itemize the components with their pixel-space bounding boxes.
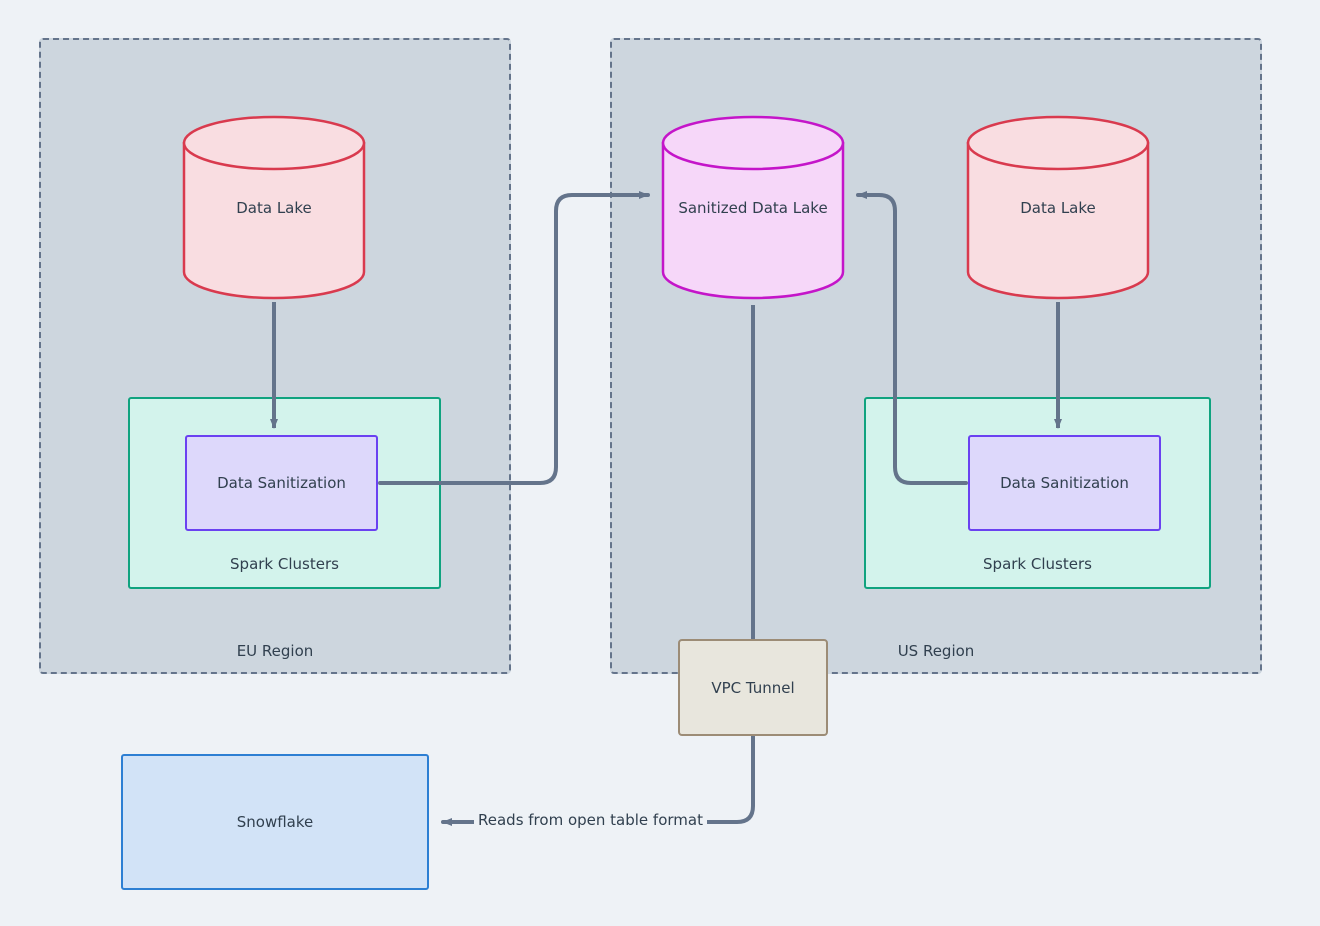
node-snowflake-label: Snowflake xyxy=(236,813,314,831)
spark-clusters-eu-label: Spark Clusters xyxy=(230,555,339,573)
region-eu-label: EU Region xyxy=(236,642,314,660)
node-data-sanitization-us-label: Data Sanitization xyxy=(1000,474,1129,492)
node-data-sanitization-us: Data Sanitization xyxy=(968,435,1161,531)
node-vpc-tunnel: VPC Tunnel xyxy=(678,639,828,736)
node-vpc-tunnel-label: VPC Tunnel xyxy=(711,678,795,697)
edge-label-reads-from-open-table-format: Reads from open table format xyxy=(474,811,707,829)
node-data-lake-eu: Data Lake xyxy=(182,115,366,300)
node-data-lake-us: Data Lake xyxy=(966,115,1150,300)
node-snowflake: Snowflake xyxy=(121,754,429,890)
spark-clusters-us-label: Spark Clusters xyxy=(983,555,1092,573)
edge-vpc-to-snowflake xyxy=(441,734,755,826)
node-data-sanitization-eu-label: Data Sanitization xyxy=(217,474,346,492)
region-us-label: US Region xyxy=(897,642,975,660)
node-sanitized-data-lake: Sanitized Data Lake xyxy=(661,115,845,300)
node-data-sanitization-eu: Data Sanitization xyxy=(185,435,378,531)
